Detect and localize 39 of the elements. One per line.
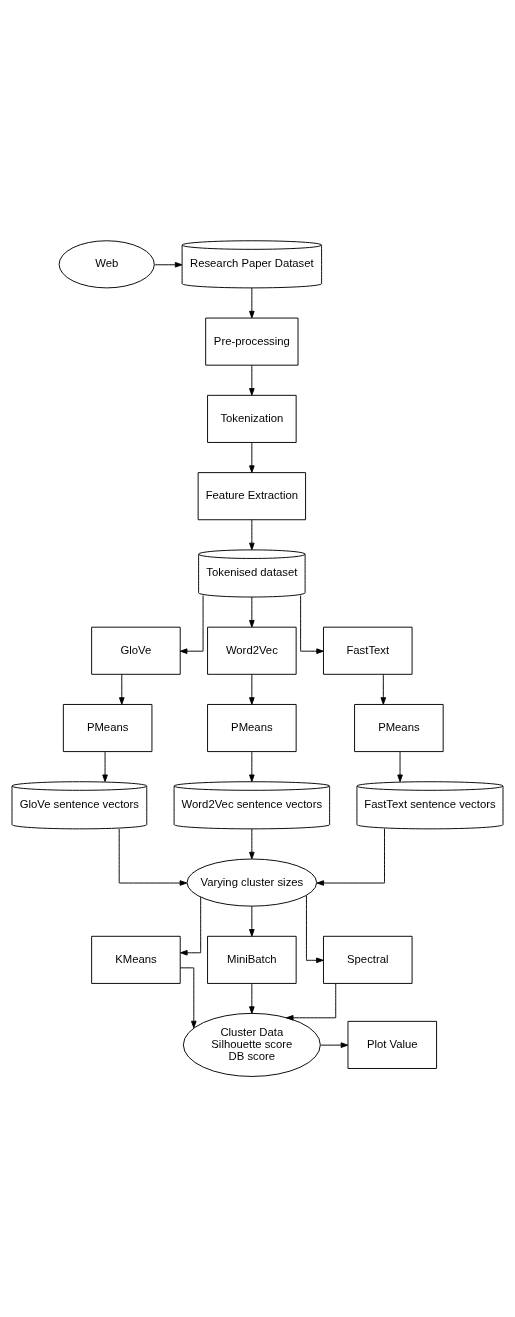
node-box: Word2Vec: [207, 626, 297, 675]
arrow: [102, 751, 108, 783]
arrow: [249, 673, 255, 705]
arrow: [249, 596, 255, 628]
arrow: [249, 287, 255, 319]
node-box: Spectral: [323, 935, 413, 984]
arrow: [300, 595, 324, 654]
arrow: [285, 982, 337, 1021]
node-box: FastText: [323, 626, 413, 675]
node-ellipse: Varying cluster sizes: [186, 858, 318, 907]
arrow: [119, 673, 125, 705]
arrow: [380, 673, 387, 705]
node-box: Pre-processing: [205, 317, 299, 366]
arrow: [249, 442, 255, 473]
arrow: [305, 894, 324, 964]
node-box: GloVe: [91, 626, 181, 675]
arrow: [249, 751, 255, 783]
arrow: [118, 828, 188, 886]
arrow: [154, 262, 183, 268]
node-box: Plot Value: [347, 1020, 438, 1069]
arrow: [249, 519, 255, 551]
arrow: [249, 828, 255, 860]
arrow: [316, 828, 385, 886]
node-box: PMeans: [207, 704, 297, 753]
node-ellipse: Web: [58, 240, 155, 289]
arrow: [249, 364, 255, 396]
node-box: Tokenization: [207, 394, 297, 443]
node-box: KMeans: [91, 935, 181, 984]
arrow: [249, 905, 255, 937]
arrow: [397, 751, 403, 783]
node-box: PMeans: [62, 704, 153, 753]
arrow: [180, 896, 202, 956]
node-box: PMeans: [354, 704, 444, 753]
node-box: Feature Extraction: [197, 472, 307, 521]
arrow: [179, 595, 204, 654]
arrow: [320, 1042, 349, 1048]
arrow: [249, 983, 255, 1014]
arrow: [179, 967, 197, 1029]
node-box: MiniBatch: [207, 935, 297, 984]
